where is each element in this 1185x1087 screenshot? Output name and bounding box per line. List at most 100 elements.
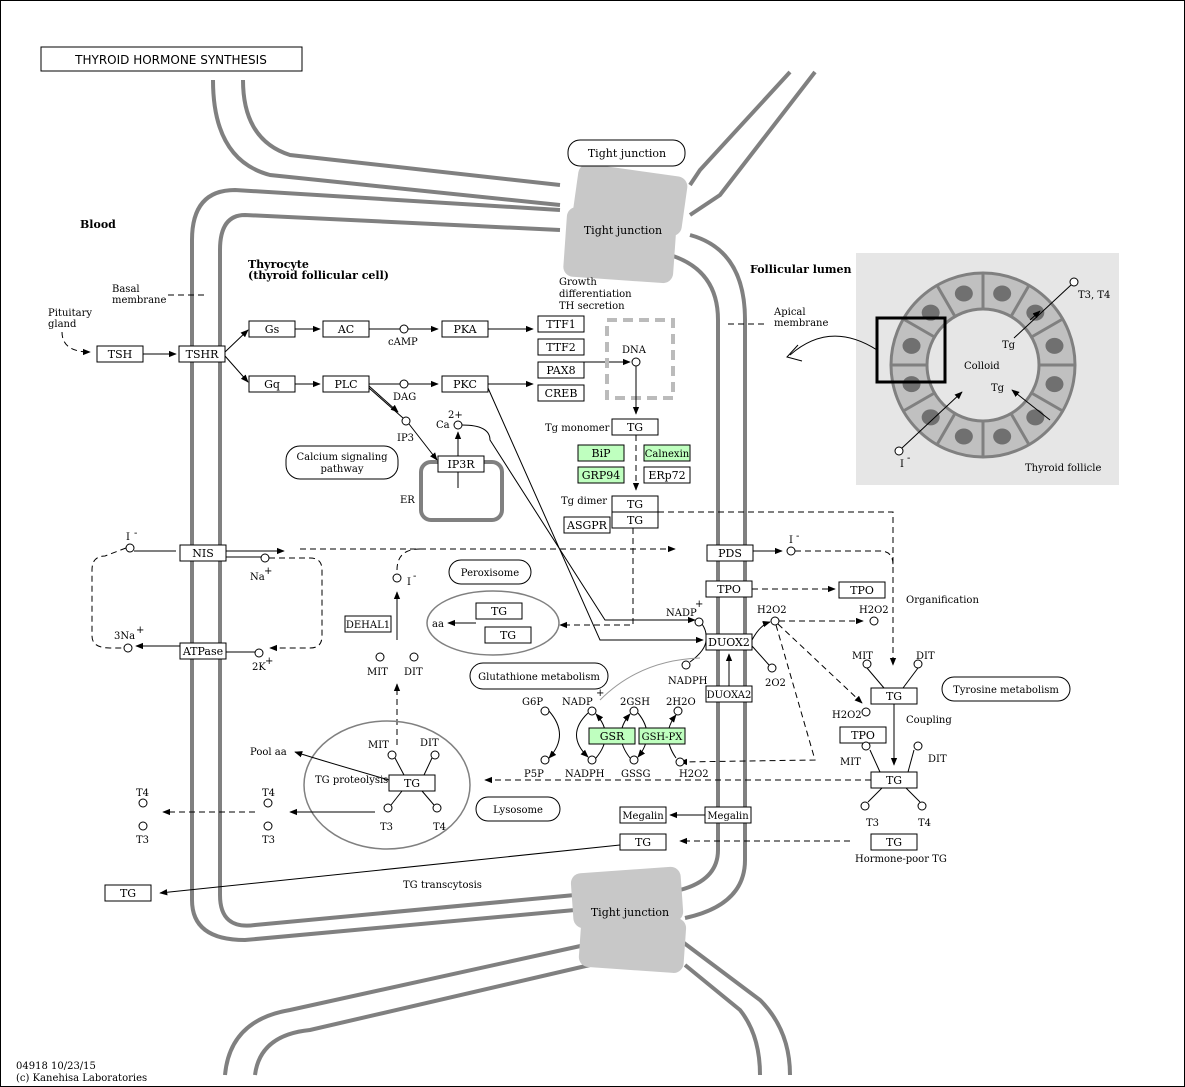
compound-t4-cell[interactable] xyxy=(263,798,273,808)
compound-nadp-duox[interactable] xyxy=(694,617,704,627)
thyrocyte-label: Thyrocyte xyxy=(248,258,309,271)
compound-nadp-gsr[interactable] xyxy=(587,706,597,716)
tg-proteolysis-label: TG proteolysis xyxy=(315,775,388,786)
compound-mit-dehal[interactable] xyxy=(375,652,385,662)
gene-tg-organification[interactable]: TG xyxy=(870,687,918,705)
gene-plc[interactable]: PLC xyxy=(322,375,370,393)
compound-t4-lys[interactable] xyxy=(432,803,442,813)
gene-tpo-lumen[interactable]: TPO xyxy=(838,581,886,599)
svg-text:GSR: GSR xyxy=(600,730,625,743)
compound-t3-blood[interactable] xyxy=(138,821,148,831)
compound-ca[interactable] xyxy=(453,420,463,430)
compound-iodide-recycled[interactable] xyxy=(392,573,402,583)
compound-ip3[interactable] xyxy=(401,416,411,426)
compound-h2o2-gshpx[interactable] xyxy=(675,757,685,767)
gene-atpase[interactable]: ATPase xyxy=(179,642,227,660)
pathway-calcium-signaling[interactable]: Calcium signaling pathway xyxy=(285,445,399,480)
gene-pax8[interactable]: PAX8 xyxy=(537,361,585,379)
footer-id-date: 04918 10/23/15 xyxy=(16,1061,96,1072)
gene-tg-proteolysis[interactable]: TG xyxy=(388,774,436,792)
gene-ac[interactable]: AC xyxy=(322,320,370,338)
gene-pkc[interactable]: PKC xyxy=(441,375,489,393)
compound-t4-blood[interactable] xyxy=(138,798,148,808)
tg-t3-lys-line xyxy=(390,790,403,806)
gene-tpo-coupling[interactable]: TPO xyxy=(839,726,887,744)
gene-tg-monomer[interactable]: TG xyxy=(611,418,659,436)
gene-tpo-membrane[interactable]: TPO xyxy=(705,580,753,598)
gene-ip3r[interactable]: IP3R xyxy=(437,455,485,473)
follicle-cell-nucleus xyxy=(1045,337,1064,354)
compound-h2o2-right[interactable] xyxy=(869,616,879,626)
compound-t3-lumen[interactable] xyxy=(860,801,870,811)
gene-ttf2[interactable]: TTF2 xyxy=(537,338,585,356)
compound-2gsh[interactable] xyxy=(629,706,639,716)
footer-copyright: (c) Kanehisa Laboratories xyxy=(16,1073,147,1084)
compound-camp[interactable] xyxy=(399,324,409,334)
compound-t4-lumen[interactable] xyxy=(917,801,927,811)
gene-tg-peroxisome-1[interactable]: TG xyxy=(475,602,523,620)
gene-megalin-inner[interactable]: Megalin xyxy=(619,806,667,824)
compound-gssg[interactable] xyxy=(629,755,639,765)
compound-h2o2-coupling[interactable] xyxy=(861,707,871,717)
pathway-glutathione-metabolism[interactable]: Glutathione metabolism xyxy=(469,662,609,690)
gene-ttf1[interactable]: TTF1 xyxy=(537,315,585,333)
compound-g6p[interactable] xyxy=(540,706,550,716)
gene-pds[interactable]: PDS xyxy=(706,544,754,562)
gene-tg-dimer-2[interactable]: TG xyxy=(611,511,659,529)
gene-tg-hormone-poor[interactable]: TG xyxy=(870,833,918,851)
gene-tg-peroxisome-2[interactable]: TG xyxy=(484,626,532,644)
gene-gs[interactable]: Gs xyxy=(248,320,296,338)
gene-megalin-membrane[interactable]: Megalin xyxy=(704,806,752,824)
compound-iodide-lumen[interactable] xyxy=(786,546,796,556)
compound-mit-lys[interactable] xyxy=(387,750,397,760)
gene-tg-megalin[interactable]: TG xyxy=(619,833,667,851)
gene-asgpr[interactable]: ASGPR xyxy=(563,516,611,534)
pathway-lysosome[interactable]: Lysosome xyxy=(475,796,561,822)
thyroid-follicle-label: Thyroid follicle xyxy=(1025,463,1101,474)
compound-nadph-gsr[interactable] xyxy=(587,755,597,765)
pathway-tyrosine-metabolism[interactable]: Tyrosine metabolism xyxy=(941,676,1071,702)
gene-tshr[interactable]: TSHR xyxy=(178,345,226,363)
compound-dna[interactable] xyxy=(631,357,641,367)
svg-text:TG: TG xyxy=(404,777,420,790)
gene-grp94[interactable]: GRP94 xyxy=(577,466,625,484)
gene-gsr[interactable]: GSR xyxy=(588,727,636,745)
compound-dag[interactable] xyxy=(399,379,409,389)
gene-tg-coupled[interactable]: TG xyxy=(870,771,918,789)
compound-na[interactable] xyxy=(260,553,270,563)
gene-creb[interactable]: CREB xyxy=(537,384,585,402)
gene-calnexin[interactable]: Calnexin xyxy=(643,444,691,462)
compound-iodide-inset[interactable] xyxy=(894,446,904,456)
pathway-peroxisome[interactable]: Peroxisome xyxy=(448,559,532,585)
gene-nis[interactable]: NIS xyxy=(179,544,227,562)
peroxisome-compartment xyxy=(426,590,560,656)
gene-erp72[interactable]: ERp72 xyxy=(643,466,691,484)
compound-dit-lys[interactable] xyxy=(430,750,440,760)
gene-pka[interactable]: PKA xyxy=(441,320,489,338)
gene-tsh[interactable]: TSH xyxy=(96,345,144,363)
compound-nadph-duox[interactable] xyxy=(681,660,691,670)
gene-bip[interactable]: BiP xyxy=(577,444,625,462)
gene-tg-dimer-1[interactable]: TG xyxy=(611,495,659,513)
gene-gq[interactable]: Gq xyxy=(248,375,296,393)
gene-duoxa2[interactable]: DUOXA2 xyxy=(705,685,753,703)
gene-gsh-px[interactable]: GSH-PX xyxy=(638,727,686,745)
compound-3na[interactable] xyxy=(123,643,133,653)
thyroid-follicle-inset: Colloid Tg Tg Thyroid follicle T3, T4 I … xyxy=(856,253,1119,485)
compound-o2[interactable] xyxy=(767,663,777,673)
compound-t3-cell[interactable] xyxy=(263,821,273,831)
gene-dehal1[interactable]: DEHAL1 xyxy=(344,615,392,633)
gene-duox2[interactable]: DUOX2 xyxy=(705,633,753,651)
compound-t3-lys[interactable] xyxy=(383,803,393,813)
gene-tg-blood[interactable]: TG xyxy=(104,884,152,902)
compound-p5p[interactable] xyxy=(540,755,550,765)
compound-2h2o[interactable] xyxy=(673,706,683,716)
follicle-cell-nucleus xyxy=(902,376,921,393)
compound-dit-coupled[interactable] xyxy=(913,741,923,751)
compound-t3t4-inset[interactable] xyxy=(1069,277,1079,287)
compound-iodide-blood[interactable] xyxy=(125,543,135,553)
compound-mit-coupled[interactable] xyxy=(861,741,871,751)
compound-2k[interactable] xyxy=(254,648,264,658)
compound-dit-dehal[interactable] xyxy=(409,652,419,662)
compound-h2o2-lumen[interactable] xyxy=(770,616,780,626)
